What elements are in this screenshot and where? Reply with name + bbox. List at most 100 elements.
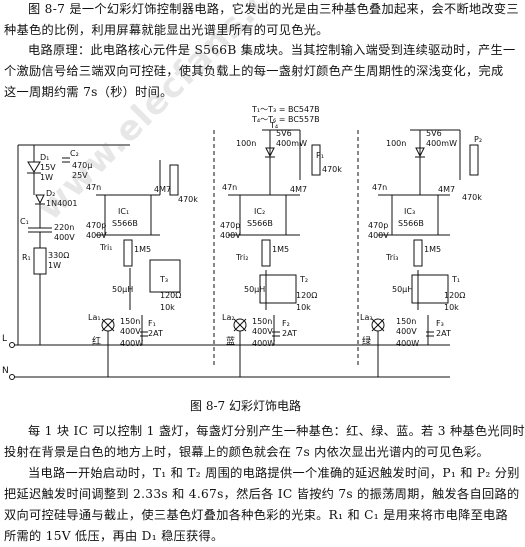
channel-3 <box>371 129 479 377</box>
line-l-label: L <box>2 334 7 344</box>
body-paragraph-1: 每 1 块 IC 可以控制 1 盏灯，每盏灯分别产生一种基色：红、绿、蓝。若 3… <box>4 421 525 463</box>
cap-470p-rating-label: 400V <box>368 231 389 240</box>
ic2-label: IC₂ <box>254 207 265 216</box>
d1-power-label: 1W <box>40 173 53 182</box>
ic1-label: IC₁ <box>118 207 129 216</box>
ic3-label: IC₃ <box>404 207 415 216</box>
res-10k-label: 10k <box>296 303 311 312</box>
principle-paragraph: 电路原理：此电路核心元件是 S566B 集成块。当其控制输入端受到连续驱动时，产… <box>4 40 516 103</box>
fuse-rating-label: 2AT <box>282 329 297 338</box>
cap-150n-rating-label: 400V <box>120 327 141 336</box>
res-120-label: 120Ω <box>296 291 317 300</box>
body-line: 双向可控硅导通与截止，使三基色灯叠加各种色彩的光束。R₁ 和 C₁ 是用来将市电… <box>4 508 509 522</box>
t2-label: T₂ <box>299 275 308 284</box>
circuit-diagram: D₁ 15V 1W C₂ 470μ 25V D₂ 1N4001 C₁ 220n … <box>2 105 482 380</box>
body-line: 每 1 块 IC 可以控制 1 盏灯，每盏灯分别产生一种基色：红、绿、蓝。若 3… <box>28 424 525 438</box>
t3-label: T₃ <box>159 275 168 284</box>
fuse-rating-label: 2AT <box>436 329 451 338</box>
c2-value-label: 470μ <box>72 161 92 170</box>
d2-part-label: 1N4001 <box>46 199 77 208</box>
r1-power-label: 1W <box>48 261 61 270</box>
principle-line: 电路原理：此电路核心元件是 S566B 集成块。当其控制输入端受到连续驱动时，产… <box>28 43 516 57</box>
cap-47n-label: 47n <box>86 183 101 192</box>
c2-label: C₂ <box>70 149 79 158</box>
res-120-label: 120Ω <box>160 291 181 300</box>
tri1-label: Tri₁ <box>99 243 112 252</box>
intro-line: 图 8-7 是一个幻彩灯饰控制器电路，它发出的光是由三种基色叠加起来，会不断地改… <box>28 2 519 16</box>
inductor-label: 50μH <box>392 285 413 294</box>
cap-150n-rating-label: 400V <box>396 327 417 336</box>
res-4m7-label: 4M7 <box>154 185 171 194</box>
transistor-note-1: T₁～T₃ = BC547B <box>251 105 320 114</box>
d1-label: D₁ <box>40 153 49 162</box>
cap-470p-rating-label: 400V <box>220 231 241 240</box>
f2-label: F₂ <box>282 319 290 328</box>
f3-label: F₃ <box>436 319 444 328</box>
cap-150n-label: 150n <box>120 317 140 326</box>
c2-rating-label: 25V <box>72 171 88 180</box>
res-470k-label: 470k <box>178 195 198 204</box>
lamp-color-blue: 蓝 <box>226 335 235 347</box>
line-n-label: N <box>2 366 9 376</box>
body-line: 所需的 15V 低压，再由 D₁ 稳压获得。 <box>4 529 224 543</box>
res-10k-label: 10k <box>444 303 459 312</box>
inductor-label: 50μH <box>112 285 133 294</box>
ic1-part-label: S566B <box>112 219 138 228</box>
channel-1 <box>96 160 181 377</box>
d2-label: D₂ <box>46 189 55 198</box>
lamp-power-label: 400W <box>252 339 275 348</box>
tri3-label: Tri₃ <box>385 253 398 262</box>
cap-47n-label: 47n <box>222 183 237 192</box>
p1-label: P₁ <box>316 151 324 160</box>
principle-line: 个激励信号给三端双向可控硅，使其负载上的每一盏射灯颜色产生周期性的深浅变化，完成 <box>4 64 504 78</box>
body-line: 把延迟触发时间调整到 2.33s 和 4.67s，然后各 IC 皆按约 7s 的… <box>4 487 520 501</box>
body-line: 投射在背景是白色的地方上时，银幕上的颜色就会在 7s 内依次显出光谱内的可见色彩… <box>4 445 489 459</box>
la3-label: La₃ <box>360 313 373 322</box>
t1-label: T₁ <box>451 275 460 284</box>
res-470k-label: 470k <box>462 193 482 202</box>
res-1m5-label: 1M5 <box>424 245 441 254</box>
res-120-label: 120Ω <box>444 291 465 300</box>
power-supply-section <box>9 144 450 380</box>
cap-47n-label: 47n <box>372 183 387 192</box>
cap-470p-label: 470p <box>86 221 106 230</box>
zener-power-label: 400mW <box>276 139 307 148</box>
la1-label: La₁ <box>88 313 101 322</box>
r1-label: R₁ <box>22 253 31 262</box>
res-10k-label: 10k <box>160 303 175 312</box>
lamp-color-red: 红 <box>92 335 101 347</box>
figure-caption: 图 8-7 幻彩灯饰电路 <box>190 399 301 413</box>
lamp-power-label: 400W <box>120 339 143 348</box>
c1-value-label: 220n <box>54 223 74 232</box>
tri2-label: Tri₂ <box>235 253 248 262</box>
cap-470p-label: 470p <box>220 221 240 230</box>
channel-2 <box>228 129 321 377</box>
c1-rating-label: 400V <box>54 233 75 242</box>
cap-470p-label: 470p <box>368 221 388 230</box>
d1-voltage-label: 15V <box>40 163 56 172</box>
transistor-note-2: T₄～T₆ = BC557B <box>251 115 320 124</box>
res-4m7-label: 4M7 <box>438 185 455 194</box>
zener-5v6-label: 5V6 <box>276 129 292 138</box>
res-1m5-label: 1M5 <box>272 245 289 254</box>
cap-100n-label: 100n <box>386 139 406 148</box>
r1-value-label: 330Ω <box>48 251 69 260</box>
cap-150n-label: 150n <box>396 317 416 326</box>
la2-label: La₂ <box>222 313 235 322</box>
res-470k-label: 470k <box>322 165 342 174</box>
cap-150n-rating-label: 400V <box>252 327 273 336</box>
ic2-part-label: S566B <box>247 219 273 228</box>
c1-label: C₁ <box>20 217 29 226</box>
f1-label: F₁ <box>148 319 156 328</box>
zener-5v6-label: 5V6 <box>426 129 442 138</box>
lamp-power-label: 400W <box>396 339 419 348</box>
body-line: 当电路一开始启动时，T₁ 和 T₂ 周围的电路提供一个准确的延迟触发时间，P₁ … <box>28 466 520 480</box>
fuse-rating-label: 2AT <box>148 329 163 338</box>
intro-paragraph: 图 8-7 是一个幻彩灯饰控制器电路，它发出的光是由三种基色叠加起来，会不断地改… <box>4 0 519 41</box>
inductor-label: 50μH <box>244 285 265 294</box>
zener-power-label: 400mW <box>426 139 457 148</box>
p2-label: P₂ <box>474 135 482 144</box>
cap-470p-rating-label: 400V <box>86 231 107 240</box>
cap-150n-label: 150n <box>252 317 272 326</box>
t4-label: T₄ <box>269 121 278 130</box>
